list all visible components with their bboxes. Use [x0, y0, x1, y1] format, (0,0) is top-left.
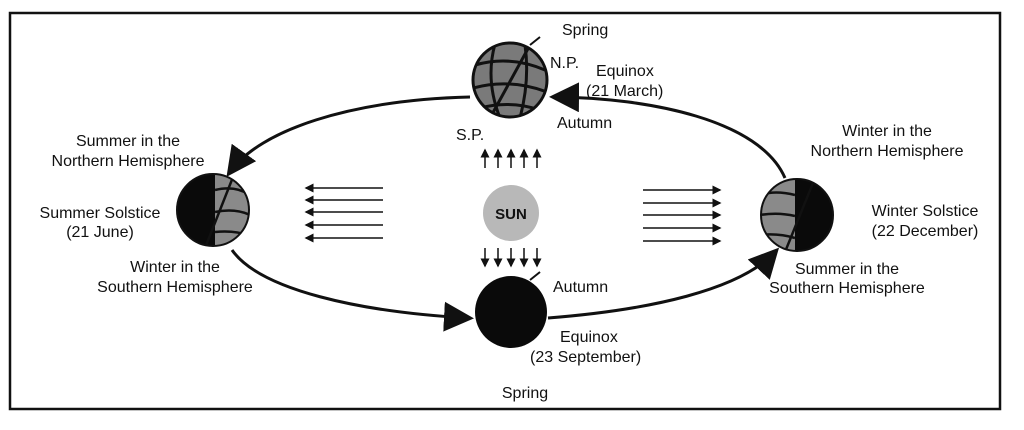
left-line2: Northern Hemisphere	[52, 153, 205, 170]
frame	[8, 11, 1002, 411]
sun-rays	[304, 148, 722, 268]
left-line1: Summer in the	[76, 133, 180, 150]
bottom-season2: Spring	[502, 385, 548, 402]
orbit	[226, 82, 787, 332]
sun: SUN	[483, 185, 539, 241]
top-event: Equinox	[596, 63, 654, 80]
top-date: (21 March)	[586, 83, 663, 100]
top-season2: Autumn	[557, 115, 612, 132]
right-date: (22 December)	[872, 223, 979, 240]
right-event: Winter Solstice	[872, 203, 979, 220]
left-line3: Winter in the	[130, 259, 220, 276]
earth-june	[176, 173, 250, 247]
left-date: (21 June)	[66, 224, 134, 241]
right-line3: Summer in the	[795, 261, 899, 278]
bottom-date: (23 September)	[530, 349, 641, 366]
earth-september	[475, 271, 547, 348]
sun-label: SUN	[495, 206, 527, 223]
left-line4: Southern Hemisphere	[97, 279, 253, 296]
north-pole-label: N.P.	[550, 55, 579, 72]
right-line4: Southern Hemisphere	[769, 280, 925, 297]
right-line1: Winter in the	[842, 123, 932, 140]
top-season: Spring	[562, 22, 608, 39]
bottom-season: Autumn	[553, 279, 608, 296]
earth-march	[471, 36, 549, 119]
earth-december	[760, 178, 834, 252]
left-event: Summer Solstice	[40, 205, 161, 222]
right-line2: Northern Hemisphere	[811, 143, 964, 160]
south-pole-label: S.P.	[456, 127, 484, 144]
bottom-event: Equinox	[560, 329, 618, 346]
